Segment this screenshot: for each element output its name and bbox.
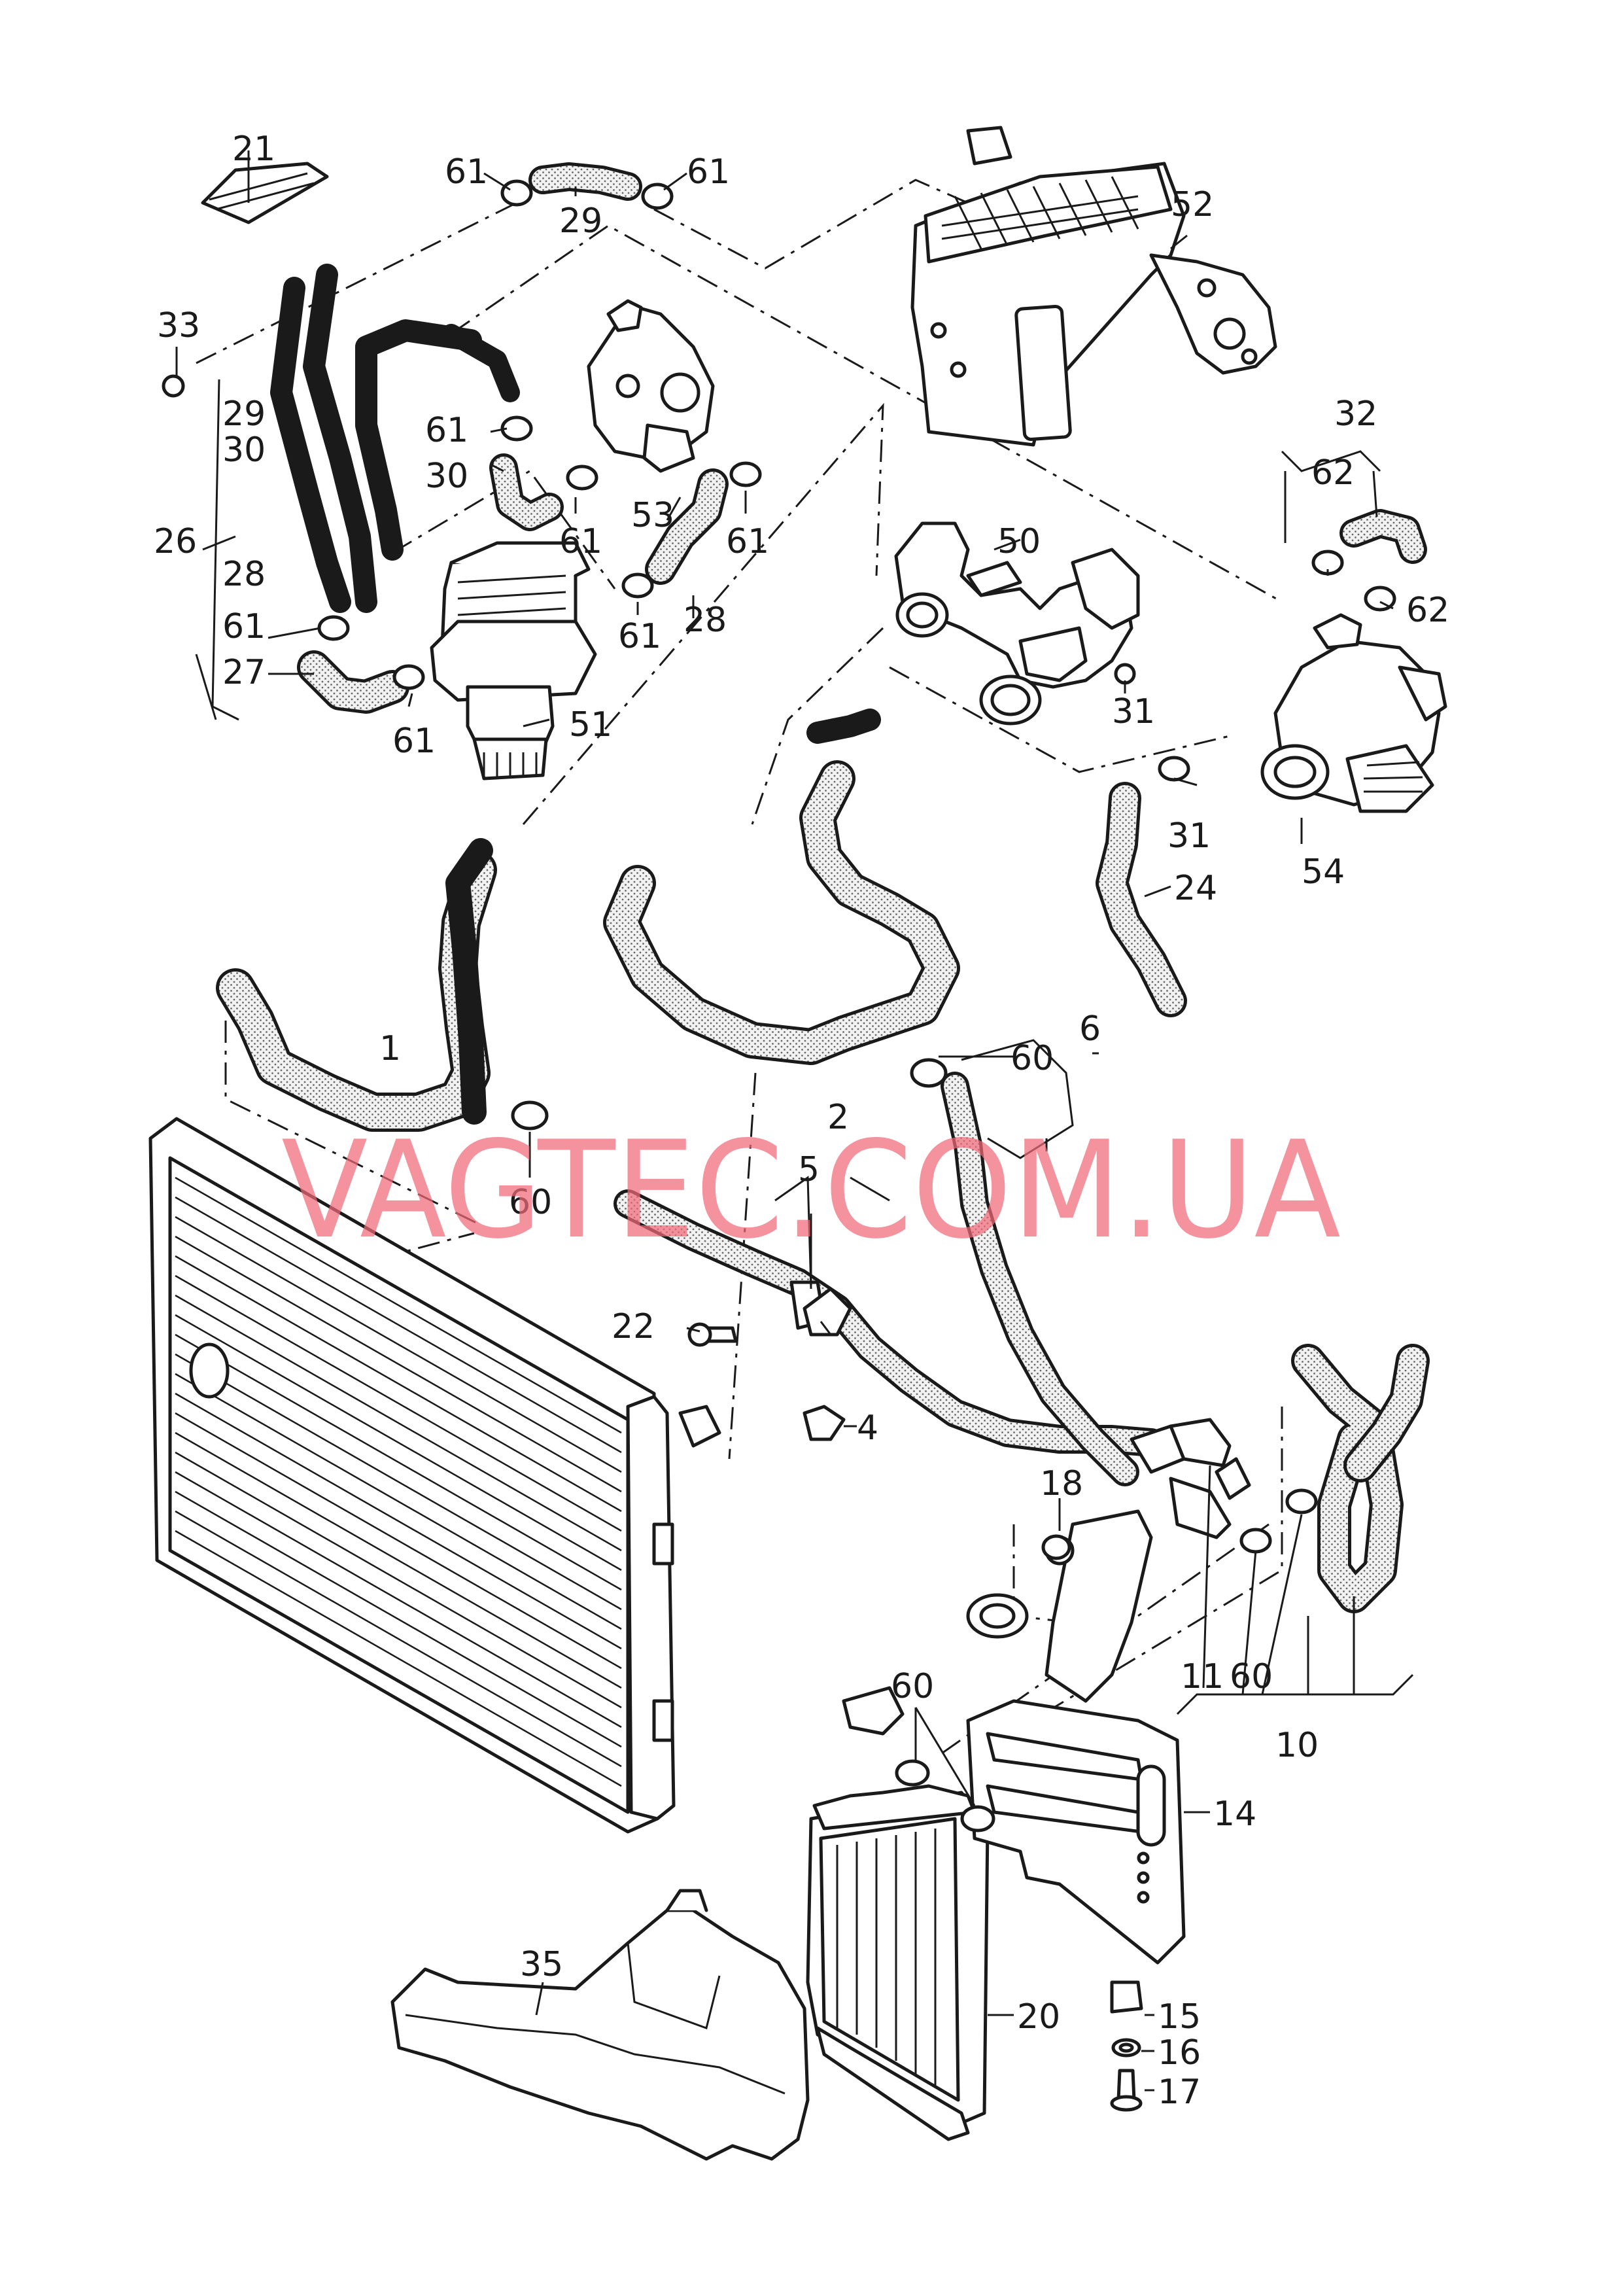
watermark: VAGTEC.COM.UA: [281, 1113, 1341, 1269]
callout-26: 26: [154, 522, 197, 561]
callout-20: 20: [1017, 1997, 1060, 2037]
callout-61b: 61: [687, 152, 730, 192]
air-duct-35: [390, 1889, 810, 2161]
callout-53: 53: [631, 496, 674, 535]
callout-16: 16: [1158, 2033, 1201, 2073]
callout-28b: 28: [683, 601, 727, 640]
callout-60a: 60: [1011, 1039, 1054, 1078]
callout-6: 6: [1079, 1009, 1101, 1049]
hose-27: [297, 650, 409, 714]
thermostat-housing-54: [1260, 613, 1447, 813]
callout-5: 5: [798, 1150, 820, 1189]
callout-31b: 31: [1167, 816, 1211, 856]
callout-15: 15: [1158, 1997, 1201, 2037]
callout-52: 52: [1171, 185, 1214, 224]
callout-61h: 61: [392, 722, 436, 761]
aux-radiator-20: [806, 1784, 990, 2141]
callout-30a: 30: [222, 430, 266, 470]
callout-11: 11: [1181, 1657, 1224, 1696]
callout-54: 54: [1302, 852, 1345, 892]
hose-10b: [1343, 1344, 1430, 1482]
callout-29a: 29: [222, 394, 266, 434]
callout-61e: 61: [726, 522, 769, 561]
hose-6: [603, 760, 960, 1065]
hose-2b: [941, 1072, 1139, 1486]
pump-53: [587, 299, 715, 473]
callout-1: 1: [379, 1029, 401, 1068]
callout-10: 10: [1275, 1726, 1319, 1765]
bracket-upper: [966, 1509, 1153, 1703]
hose-29: [528, 162, 642, 201]
callout-50: 50: [997, 522, 1041, 561]
hose-10: [1291, 1344, 1404, 1613]
callout-62b: 62: [1406, 591, 1449, 630]
callout-17: 17: [1158, 2073, 1201, 2112]
connectors: [803, 1287, 1251, 1736]
hose-32: [1339, 509, 1427, 564]
callout-61g: 61: [222, 607, 266, 646]
callout-24: 24: [1174, 869, 1217, 908]
callout-27: 27: [222, 653, 266, 692]
oil-cooler-51: [430, 541, 597, 780]
callout-35: 35: [520, 1945, 563, 1984]
callout-2: 2: [827, 1098, 849, 1137]
callout-21: 21: [232, 130, 275, 169]
clamps: [162, 162, 1396, 2112]
callout-28a: 28: [222, 555, 266, 594]
callout-61a: 61: [445, 152, 488, 192]
callout-29b: 29: [559, 201, 602, 241]
callout-51: 51: [569, 705, 612, 745]
callout-4: 4: [857, 1409, 878, 1448]
radiator: [148, 1117, 721, 1834]
callout-32: 32: [1334, 394, 1377, 434]
leaders: [175, 150, 1414, 2092]
hose-28: [645, 468, 729, 585]
callout-61c: 61: [425, 411, 468, 450]
hoses: [216, 162, 1430, 1613]
metal-pipes: [270, 264, 881, 1125]
callout-60d: 60: [891, 1667, 934, 1706]
coolant-flange-50: [894, 521, 1140, 726]
callout-22: 22: [612, 1307, 655, 1346]
egr-cooler-52: [910, 126, 1277, 447]
callout-33: 33: [157, 306, 200, 345]
callout-14: 14: [1213, 1795, 1256, 1834]
callout-18: 18: [1040, 1464, 1083, 1503]
callout-61d: 61: [559, 522, 602, 561]
callout-31a: 31: [1112, 692, 1155, 731]
hose-24: [1096, 782, 1187, 1017]
hose-30: [489, 453, 564, 531]
bracket-14: [966, 1699, 1186, 1965]
hose-1: [216, 850, 497, 1132]
callout-62a: 62: [1311, 453, 1355, 493]
callout-30b: 30: [425, 457, 468, 496]
callout-labels: 1 2 4 5 6 10 11 14 15 16 17 18 20 21 22 …: [154, 130, 1449, 2112]
callout-60c: 60: [1230, 1657, 1273, 1696]
hose-2: [613, 1189, 1166, 1457]
callout-61f: 61: [618, 617, 661, 656]
callout-60b: 60: [509, 1183, 552, 1222]
